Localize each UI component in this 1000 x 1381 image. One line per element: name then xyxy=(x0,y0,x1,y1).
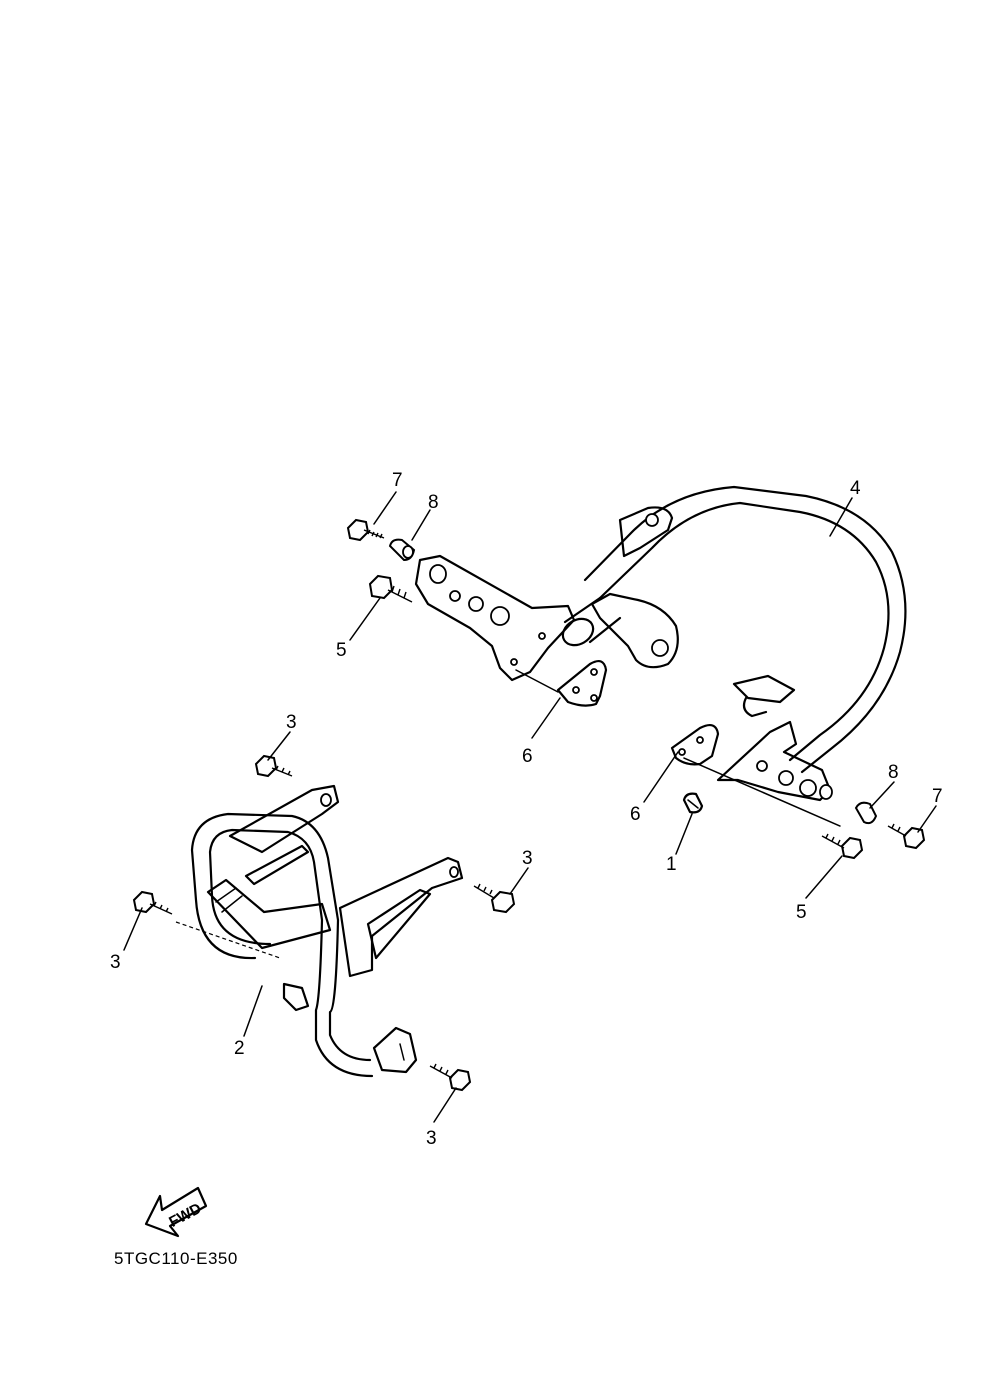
callout-8-upper: 8 xyxy=(428,492,439,513)
callout-3-left: 3 xyxy=(110,952,121,973)
callout-5-upper: 5 xyxy=(336,640,347,661)
bolt-part-3-right[interactable] xyxy=(473,883,516,914)
bolt-part-5-lower[interactable] xyxy=(821,833,864,860)
callout-3-bottom: 3 xyxy=(426,1128,437,1149)
bolt-part-3-bottom[interactable] xyxy=(429,1063,472,1092)
callout-1: 1 xyxy=(666,854,677,875)
callout-6-upper: 6 xyxy=(522,746,533,767)
callout-labels: 7 8 4 5 6 3 3 3 2 3 8 7 6 1 5 xyxy=(110,470,943,1149)
callout-8-lower: 8 xyxy=(888,762,899,783)
callout-4: 4 xyxy=(850,478,861,499)
plate-part-6-upper[interactable] xyxy=(515,660,608,707)
callout-3-right: 3 xyxy=(522,848,533,869)
callout-2: 2 xyxy=(234,1038,245,1059)
fwd-arrow-icon: FWD xyxy=(144,1186,208,1238)
clip-part-1[interactable] xyxy=(682,792,704,814)
bolt-part-3-top[interactable] xyxy=(254,754,293,778)
bushing-part-8-upper[interactable] xyxy=(388,538,416,562)
bolt-part-7-lower[interactable] xyxy=(887,823,926,850)
callout-6-lower: 6 xyxy=(630,804,641,825)
callout-7-upper: 7 xyxy=(392,470,403,491)
bolt-part-7-upper[interactable] xyxy=(346,518,385,542)
bolt-part-5-upper[interactable] xyxy=(368,574,413,603)
left-mount-bracket[interactable] xyxy=(414,554,576,682)
bolt-part-3-left[interactable] xyxy=(132,890,173,915)
plate-part-6-lower[interactable] xyxy=(670,723,841,827)
callout-5-lower: 5 xyxy=(796,902,807,923)
front-guard-part-2[interactable] xyxy=(175,784,464,1078)
callout-7-lower: 7 xyxy=(932,786,943,807)
rear-guard-part-4[interactable] xyxy=(558,485,907,774)
callout-3-top: 3 xyxy=(286,712,297,733)
right-mount-bracket[interactable] xyxy=(716,720,833,802)
leader-lines xyxy=(123,491,937,1123)
diagram-code: 5TGC110-E350 xyxy=(114,1249,238,1268)
